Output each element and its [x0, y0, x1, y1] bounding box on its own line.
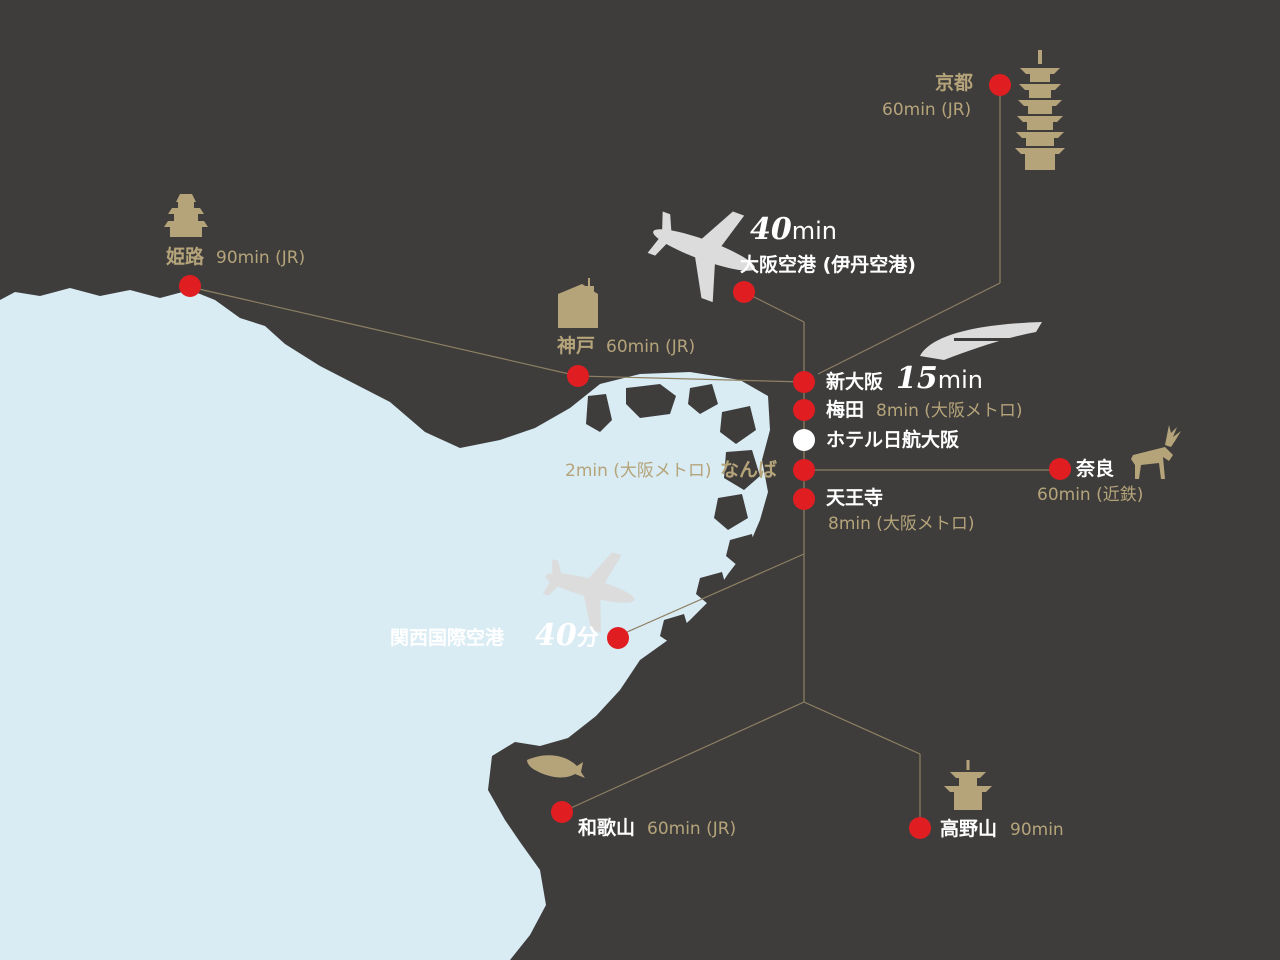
shin-osaka-time-unit: min	[937, 366, 984, 394]
station-dot-umeda	[793, 399, 815, 421]
station-dot-wakayama	[551, 801, 573, 823]
hotel-dot	[793, 429, 815, 451]
itami-name: 大阪空港 (伊丹空港)	[740, 254, 916, 276]
kansai-time: 40分	[535, 621, 599, 651]
umeda-time: 8min (大阪メトロ)	[876, 401, 1023, 421]
nara-name: 奈良	[1076, 458, 1115, 480]
itami-time-number: 40	[750, 212, 792, 247]
wakayama-time: 60min (JR)	[647, 819, 737, 839]
kansai-time-number: 40	[535, 618, 577, 653]
station-dot-namba	[793, 459, 815, 481]
route-lines	[189, 86, 1060, 828]
wakayama-coast	[560, 760, 900, 960]
tennoji-name: 天王寺	[826, 487, 884, 509]
umeda-name: 梅田	[826, 399, 865, 421]
airplane-icon	[542, 552, 635, 633]
station-dot-itami	[733, 281, 755, 303]
station-dot-himeji	[179, 275, 201, 297]
station-dot-tennoji	[793, 488, 815, 510]
koyasan-time: 90min	[1010, 820, 1064, 840]
pagoda-icon	[1015, 50, 1065, 170]
himeji-time: 90min (JR)	[216, 248, 306, 268]
wakayama-name: 和歌山	[578, 817, 636, 839]
namba-name: なんば	[720, 459, 778, 481]
station-dot-kansai	[607, 627, 629, 649]
itami-time: 40min	[750, 215, 837, 245]
osaka-bay	[0, 288, 770, 960]
shin-osaka-name: 新大阪	[826, 371, 884, 393]
koyasan-name: 高野山	[940, 818, 998, 840]
shin-osaka-time: 15min	[896, 364, 983, 394]
shin-osaka-time-number: 15	[896, 361, 938, 396]
kansai-name: 関西国際空港	[390, 627, 505, 649]
station-dot-koyasan	[909, 817, 931, 839]
tower-pagoda-icon	[944, 760, 992, 810]
port-islands	[586, 384, 760, 644]
airplane-icon	[647, 211, 755, 303]
tennoji-time: 8min (大阪メトロ)	[828, 514, 975, 534]
station-dot-nara	[1049, 458, 1071, 480]
dolphin-icon	[527, 755, 585, 778]
kyoto-name: 京都	[935, 72, 974, 94]
himeji-name: 姫路	[166, 246, 205, 268]
kyoto-time: 60min (JR)	[882, 100, 972, 120]
station-dot-kobe	[567, 365, 589, 387]
hotel-name: ホテル日航大阪	[826, 429, 960, 451]
kobe-name: 神戸	[557, 335, 596, 357]
deer-icon	[1131, 425, 1181, 479]
station-dot-kyoto	[989, 74, 1011, 96]
station-dot-shin-osaka	[793, 371, 815, 393]
namba-time: 2min (大阪メトロ)	[565, 461, 712, 481]
bullet-train-icon	[920, 322, 1042, 360]
nara-time: 60min (近鉄)	[1037, 485, 1144, 505]
kobe-time: 60min (JR)	[606, 337, 696, 357]
church-icon	[558, 278, 598, 328]
castle-icon	[164, 194, 208, 237]
itami-time-unit: min	[791, 217, 838, 245]
kansai-time-unit: 分	[576, 626, 599, 651]
